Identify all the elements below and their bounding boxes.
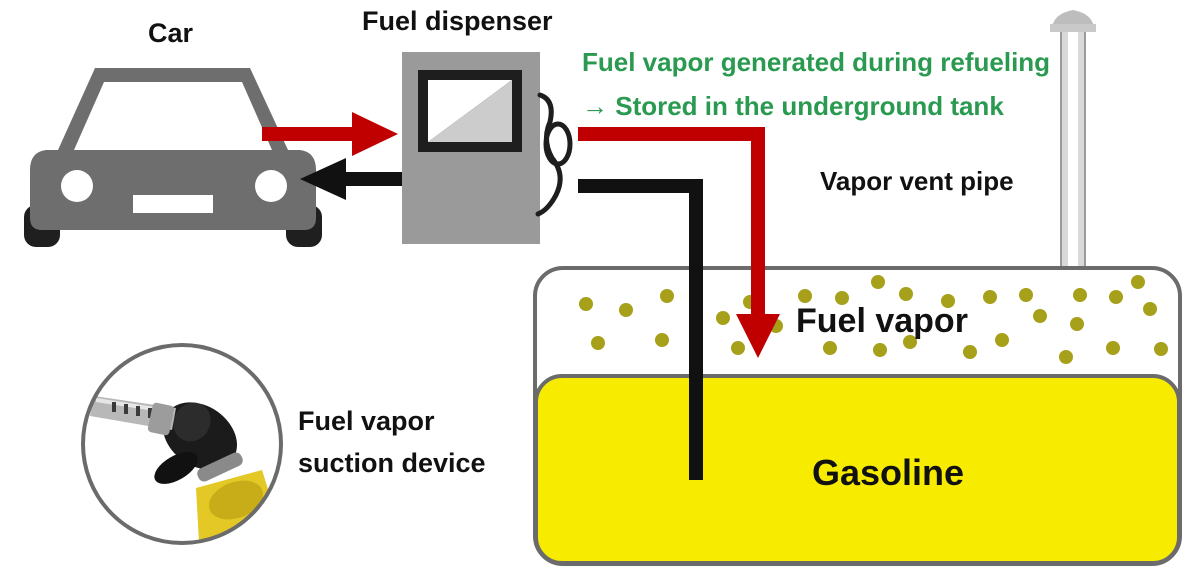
fuel-dispenser-icon — [402, 52, 540, 244]
vapor-return-line — [578, 127, 780, 358]
vapor-vent-pipe-icon — [1050, 10, 1096, 274]
car-icon — [24, 68, 322, 247]
suction-device-label: Fuel vapor suction device — [298, 400, 486, 484]
car-label: Car — [148, 18, 194, 48]
vapor-storage-note-line2: → Stored in the underground tank — [582, 91, 1004, 121]
vapor-flow-arrow-car-to-dispenser — [262, 112, 398, 156]
fuel-dispenser-label: Fuel dispenser — [362, 6, 553, 36]
vapor-storage-note: Fuel vapor generated during refueling → … — [582, 40, 1050, 128]
vapor-storage-note-line1: Fuel vapor generated during refueling — [582, 47, 1051, 77]
vapor-vent-pipe-label: Vapor vent pipe — [820, 166, 1014, 196]
fuel-flow-arrow-dispenser-to-car — [300, 158, 402, 200]
fuel-supply-line — [578, 179, 703, 480]
suction-device-label-line2: suction device — [298, 448, 486, 478]
fuel-vapor-suction-device-photo — [81, 343, 283, 545]
gasoline-label: Gasoline — [812, 452, 965, 493]
fuel-nozzle-icon — [535, 92, 573, 217]
fuel-vapor-label: Fuel vapor — [796, 302, 968, 340]
suction-device-label-line1: Fuel vapor — [298, 406, 435, 436]
